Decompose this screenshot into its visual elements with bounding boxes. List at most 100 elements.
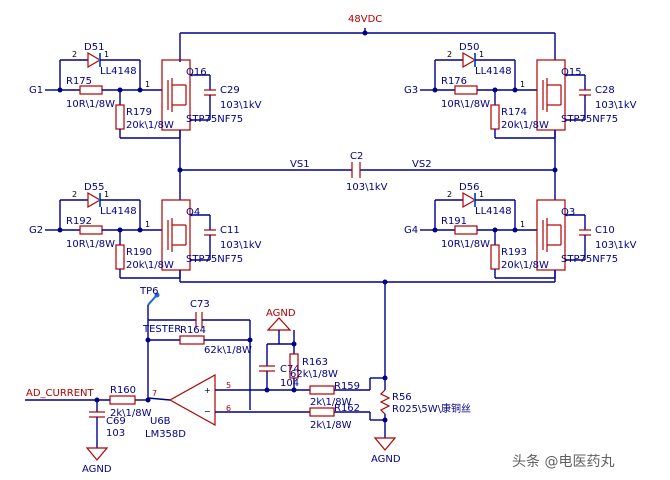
r56-value: R025\5W\康铜丝 — [392, 402, 471, 415]
pin-num: 1 — [104, 190, 109, 199]
cap-ref-c29: C29 — [220, 85, 240, 96]
diode-value-d55: LL4148 — [100, 206, 137, 217]
ground-icon — [266, 317, 292, 331]
c69-value: 103 — [106, 428, 125, 439]
gate-stage-g1: G1 D51 LL4148 R175 10R\1/8W R179 20k\1/8… — [29, 42, 262, 139]
supply-net-label: 48VDC — [348, 14, 382, 25]
gate-stage-g3: G3 D50 LL4148 R176 10R\1/8W R174 20k\1/8… — [404, 42, 637, 139]
pin-num: 1 — [520, 220, 525, 229]
rgs-value-r193: 20k\1/8W — [501, 260, 549, 271]
rgs-ref-r190: R190 — [126, 247, 152, 258]
rg-ref-r175: R175 — [66, 76, 92, 87]
fet-value-q15: STP75NF75 — [561, 114, 618, 125]
c2-value: 103\1kV — [346, 182, 388, 193]
test-point-icon — [154, 292, 160, 298]
r160-value: 2k\1/8W — [110, 408, 152, 419]
agnd-top-label: AGND — [266, 308, 296, 319]
rgs-value-r179: 20k\1/8W — [126, 120, 174, 131]
gate-label-g3: G3 — [404, 85, 418, 96]
pin-num: 2 — [72, 50, 77, 59]
fet-ref-q3: Q3 — [561, 207, 575, 218]
diode-value-d56: LL4148 — [475, 206, 512, 217]
r162-value: 2k\1/8W — [310, 420, 352, 431]
rgs-ref-r179: R179 — [126, 107, 152, 118]
diode-ref-d51: D51 — [84, 42, 104, 53]
r159-ref: R159 — [334, 381, 360, 392]
diode-ref-d50: D50 — [459, 42, 479, 53]
watermark-text: 头条 @电医药丸 — [512, 453, 614, 470]
r159-value: 2k\1/8W — [310, 397, 352, 408]
opamp-plus-sign: + — [204, 386, 211, 395]
pin-num: 1 — [104, 50, 109, 59]
tp6-label: TP6 — [139, 286, 159, 297]
rg-value-r176: 10R\1/8W — [441, 99, 490, 110]
fet-ref-q4: Q4 — [186, 207, 200, 218]
cap-value-c29: 103\1kV — [220, 100, 262, 111]
gate-label-g4: G4 — [404, 225, 418, 236]
gate-stage-g2: G2 D55 LL4148 R192 10R\1/8W R190 20k\1/8… — [29, 182, 262, 279]
fet-value-q3: STP75NF75 — [561, 254, 618, 265]
pin-7: 7 — [152, 389, 157, 398]
gate-label-g2: G2 — [29, 225, 43, 236]
diode-ref-d56: D56 — [459, 182, 479, 193]
opamp-value: LM358D — [145, 429, 186, 440]
r164-ref: R164 — [180, 325, 206, 336]
rgs-ref-r193: R193 — [501, 247, 527, 258]
rg-value-r175: 10R\1/8W — [66, 99, 115, 110]
pin-num: 1 — [479, 50, 484, 59]
diode-ref-d55: D55 — [84, 182, 104, 193]
cap-value-c28: 103\1kV — [595, 100, 637, 111]
c2-ref: C2 — [350, 151, 363, 162]
pin-num: 1 — [145, 80, 150, 89]
pin-num: 2 — [447, 190, 452, 199]
r56-ref: R56 — [392, 392, 412, 403]
gate-label-g1: G1 — [29, 85, 43, 96]
r164-value: 62k\1/8W — [204, 345, 252, 356]
fet-value-q4: STP75NF75 — [186, 254, 243, 265]
vs1-label: VS1 — [290, 159, 310, 170]
r162-ref: R162 — [334, 403, 360, 414]
rgs-value-r190: 20k\1/8W — [126, 260, 174, 271]
ad-current-label: AD_CURRENT — [26, 388, 95, 399]
rgs-value-r174: 20k\1/8W — [501, 120, 549, 131]
fet-ref-q15: Q15 — [561, 67, 582, 78]
current-sense-amp: TP6 C73 R164 62k\1/8W TESTER + − U6B LM3… — [25, 286, 471, 475]
rg-value-r192: 10R\1/8W — [66, 239, 115, 250]
tester-label: TESTER — [142, 324, 181, 335]
r163-value: 62k\1/8W — [290, 369, 338, 380]
bridge-return — [179, 270, 556, 380]
mid-node: VS1 VS2 C2 103\1kV — [177, 130, 558, 200]
gate-stage-g4: G4 D56 LL4148 R191 10R\1/8W R193 20k\1/8… — [404, 182, 637, 279]
rgs-ref-r174: R174 — [501, 107, 527, 118]
cap-value-c11: 103\1kV — [220, 240, 262, 251]
rg-value-r191: 10R\1/8W — [441, 239, 490, 250]
vs2-label: VS2 — [412, 159, 432, 170]
r163-ref: R163 — [302, 357, 328, 368]
agnd-label: AGND — [82, 464, 112, 475]
pin-5: 5 — [226, 381, 231, 390]
rg-ref-r176: R176 — [441, 76, 467, 87]
cap-ref-c10: C10 — [595, 225, 615, 236]
c69-ref: C69 — [106, 416, 126, 427]
pin-num: 2 — [447, 50, 452, 59]
diode-value-d50: LL4148 — [475, 66, 512, 77]
pin-num: 2 — [72, 190, 77, 199]
cap-ref-c28: C28 — [595, 85, 615, 96]
opamp-minus-sign: − — [204, 407, 211, 416]
supply-rail: 48VDC — [179, 14, 556, 60]
pin-num: 1 — [520, 80, 525, 89]
r160-ref: R160 — [110, 385, 136, 396]
c73-ref: C73 — [190, 299, 210, 310]
diode-value-d51: LL4148 — [100, 66, 137, 77]
pin-num: 1 — [145, 220, 150, 229]
ground-icon — [373, 437, 397, 451]
rg-ref-r191: R191 — [441, 216, 467, 227]
opamp-ref: U6B — [150, 416, 171, 427]
fet-ref-q16: Q16 — [186, 67, 207, 78]
ground-icon — [85, 447, 109, 461]
cap-ref-c11: C11 — [220, 225, 240, 236]
cap-value-c10: 103\1kV — [595, 240, 637, 251]
pin-6: 6 — [226, 404, 231, 413]
